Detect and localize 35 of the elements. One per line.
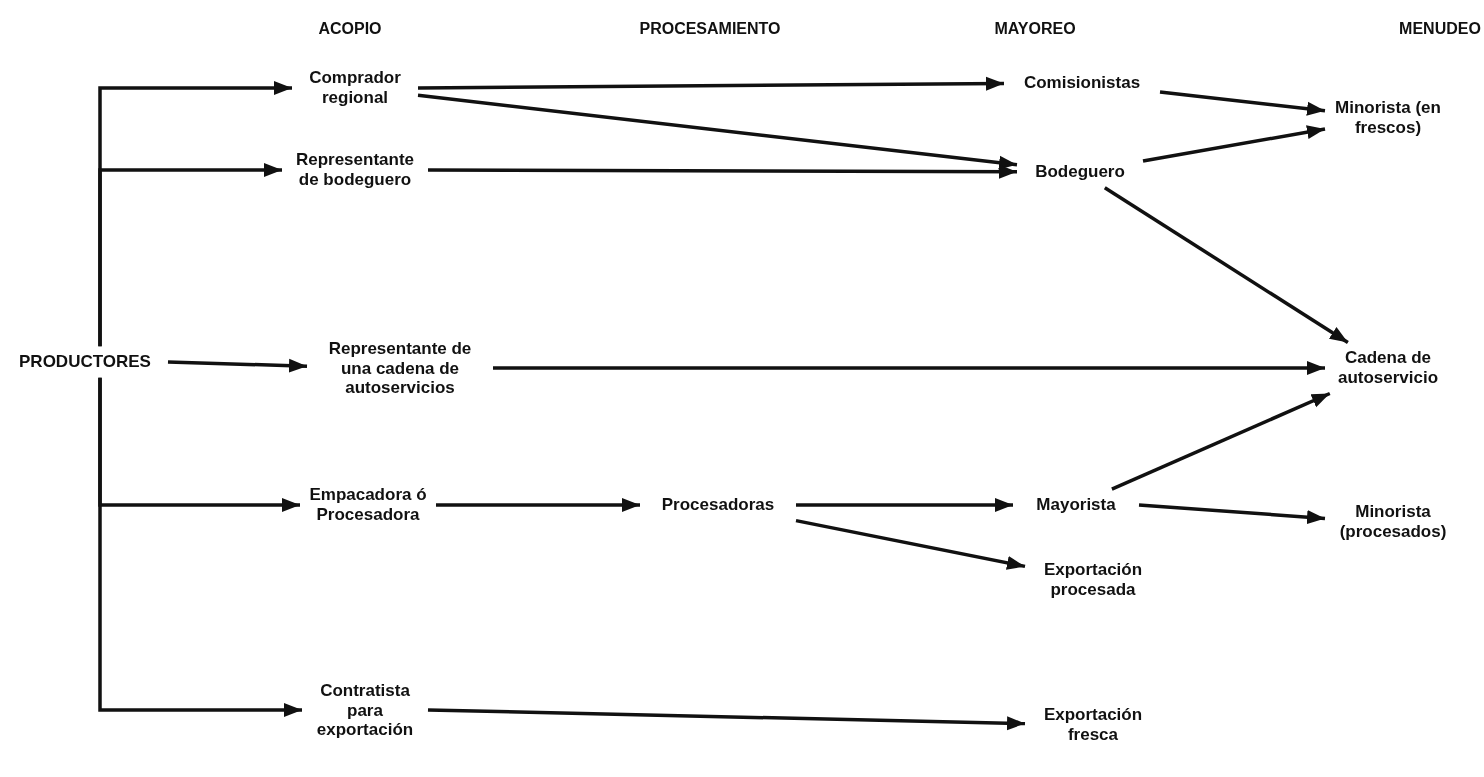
arrow: [493, 361, 1325, 375]
stage-label: Minorista (en frescos): [1333, 98, 1443, 138]
stage-label: Empacadora ó Procesadora: [308, 485, 428, 525]
stage-label: Bodeguero: [1025, 162, 1135, 182]
stage-label: Contratista para exportación: [310, 680, 420, 740]
arrow: [1159, 90, 1326, 116]
column-heading: PROCESAMIENTO: [639, 20, 781, 38]
arrow: [417, 93, 1018, 170]
arrow: [1142, 125, 1326, 163]
arrow: [796, 498, 1013, 512]
arrow: [1111, 391, 1331, 491]
stage-label: Exportación procesada: [1033, 560, 1153, 600]
column-heading: ACOPIO: [318, 20, 382, 38]
column-heading: MAYOREO: [994, 20, 1076, 38]
stage-label: Exportación fresca: [1033, 705, 1153, 745]
arrow: [1138, 503, 1326, 525]
stage-label: Representante de una cadena de autoservicios: [315, 338, 485, 398]
arrow: [795, 518, 1026, 570]
arrow: [427, 708, 1026, 731]
stage-label: PRODUCTORES: [10, 352, 160, 372]
stage-label: Mayorista: [1021, 495, 1131, 515]
stage-label: Cadena de autoservicio: [1333, 348, 1443, 388]
stage-label: Procesadoras: [648, 495, 788, 515]
arrow: [436, 498, 640, 512]
column-heading: MENUDEO: [1399, 20, 1481, 38]
arrow: [167, 358, 308, 373]
arrow: [1103, 186, 1349, 344]
arrow: [418, 76, 1004, 91]
stage-label: Comisionistas: [1012, 73, 1152, 93]
arrow: [98, 377, 302, 717]
arrow: [98, 163, 282, 347]
stage-label: Minorista (procesados): [1333, 502, 1453, 542]
arrow: [428, 164, 1017, 179]
stage-label: Comprador regional: [300, 68, 410, 108]
stage-label: Representante de bodeguero: [290, 150, 420, 190]
